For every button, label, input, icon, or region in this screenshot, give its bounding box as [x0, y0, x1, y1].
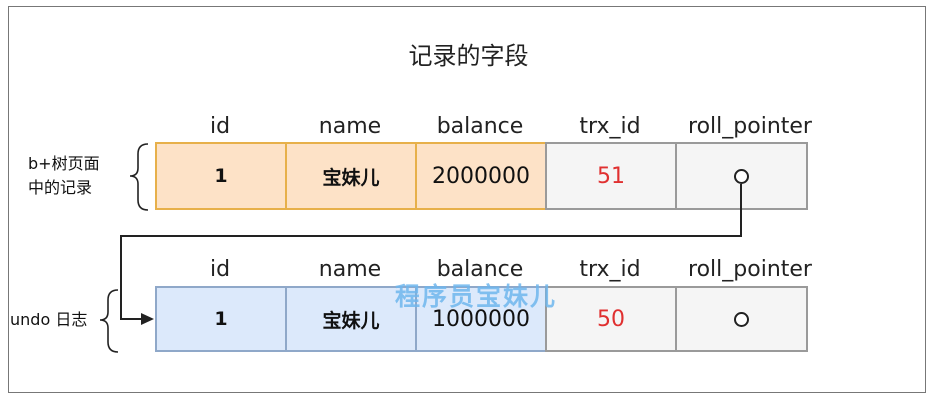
roll-pointer-icon [734, 311, 749, 327]
undo-log-label: undo 日志 [10, 310, 88, 329]
header-id-2: id [209, 257, 231, 282]
header-balance-2: balance [436, 257, 524, 282]
header-trx-id-1: trx_id [579, 114, 641, 139]
roll-pointer-arrow-line [120, 184, 742, 320]
header-name-2: name [318, 257, 382, 282]
bplus-record-label: b+树页面 中的记录 [28, 152, 128, 200]
bplus-id-cell: 1 [155, 142, 287, 210]
undo-roll-pointer-cell [675, 286, 808, 352]
bplus-label-line1: b+树页面 [28, 154, 100, 173]
undo-trx-id-cell: 50 [545, 286, 677, 352]
header-name-1: name [318, 114, 382, 139]
diagram-title: 记录的字段 [408, 42, 529, 70]
undo-id-cell: 1 [155, 286, 287, 352]
roll-pointer-arrowhead [141, 313, 154, 325]
undo-balance-cell: 1000000 [415, 286, 547, 352]
header-id-1: id [209, 114, 231, 139]
undo-bracket [99, 289, 119, 353]
bplus-balance-cell: 2000000 [415, 142, 547, 210]
bplus-label-line2: 中的记录 [28, 178, 93, 197]
roll-pointer-icon [734, 168, 749, 184]
bplus-bracket [129, 143, 149, 211]
header-trx-id-2: trx_id [579, 257, 641, 282]
bplus-name-cell: 宝妹儿 [285, 142, 417, 210]
header-roll-pointer-2: roll_pointer [688, 257, 812, 282]
bplus-trx-id-cell: 51 [545, 142, 677, 210]
header-balance-1: balance [436, 114, 524, 139]
header-roll-pointer-1: roll_pointer [688, 114, 812, 139]
undo-name-cell: 宝妹儿 [285, 286, 417, 352]
watermark: 程序员宝妹儿 [395, 282, 558, 311]
